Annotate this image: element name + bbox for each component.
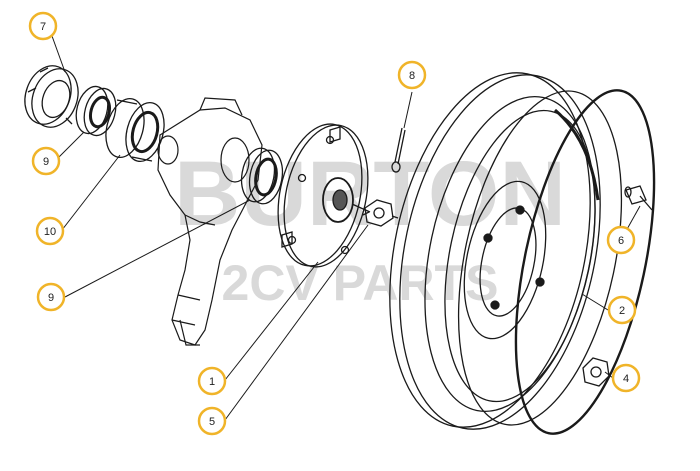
part-oil-seal-inner (240, 147, 284, 205)
part-wheel-nut (582, 357, 610, 387)
callout-9-top-label: 9 (43, 156, 49, 168)
callout-10-label: 10 (44, 226, 56, 238)
callout-6[interactable]: 6 (606, 225, 636, 255)
leader-8 (403, 91, 413, 129)
leader-1 (224, 261, 319, 381)
watermark: BURTON 2CV PARTS (174, 143, 566, 311)
callout-2[interactable]: 2 (607, 295, 637, 325)
part-bearing (105, 98, 165, 162)
part-wheel-rim (389, 72, 656, 435)
callout-7[interactable]: 7 (28, 11, 58, 41)
part-valve (624, 185, 653, 211)
callout-5-label: 5 (209, 416, 215, 428)
part-hub-nut (362, 199, 399, 227)
watermark-line2: 2CV PARTS (222, 255, 499, 311)
part-split-pin (391, 127, 406, 173)
callout-8-label: 8 (409, 70, 415, 82)
part-swivel-hub (157, 97, 263, 346)
leader-9b (64, 199, 251, 298)
callout-9-top[interactable]: 9 (31, 146, 61, 176)
callout-10[interactable]: 10 (35, 216, 65, 246)
leader-lines (51, 35, 641, 421)
leader-9a (55, 131, 85, 161)
callout-7-label: 7 (40, 21, 46, 33)
callout-1[interactable]: 1 (197, 366, 227, 396)
part-hub-flange (277, 123, 371, 268)
callout-1-label: 1 (209, 376, 215, 388)
part-oil-seal-outer (75, 85, 117, 137)
leader-7 (51, 35, 66, 73)
callout-4-label: 4 (623, 373, 629, 385)
callout-5[interactable]: 5 (197, 406, 227, 436)
part-lock-ring (24, 65, 79, 128)
callouts: 7 8 9 10 9 6 2 (28, 11, 641, 436)
leader-5 (224, 224, 369, 421)
leader-4 (604, 371, 614, 379)
callout-4[interactable]: 4 (611, 363, 641, 393)
callout-9-bottom-label: 9 (48, 292, 54, 304)
leader-2 (581, 293, 609, 311)
callout-8[interactable]: 8 (397, 60, 427, 90)
watermark-line1: BURTON (174, 143, 566, 245)
callout-2-label: 2 (619, 305, 625, 317)
leader-10 (61, 154, 121, 231)
callout-6-label: 6 (618, 235, 624, 247)
callout-9-bottom[interactable]: 9 (36, 282, 66, 312)
